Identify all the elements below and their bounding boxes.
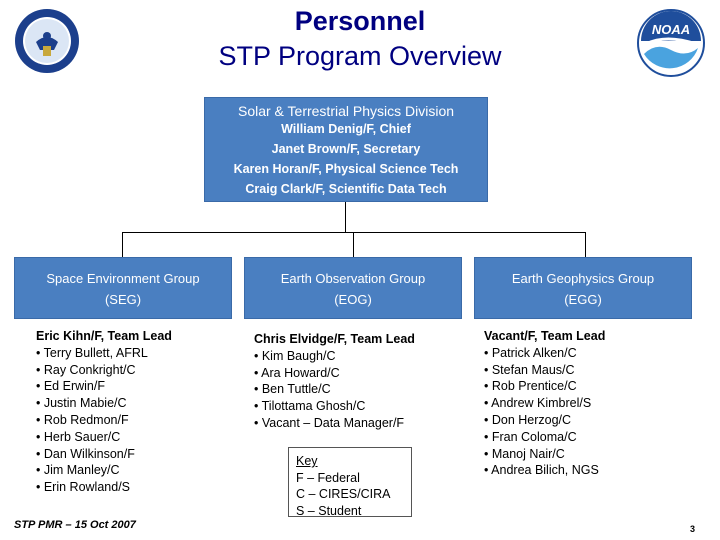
division-title: Solar & Terrestrial Physics Division (237, 103, 455, 119)
eog-member-list: Chris Elvidge/F, Team Lead • Kim Baugh/C… (254, 331, 415, 432)
key-title: Key (296, 454, 318, 468)
group-name: Earth Geophysics Group (511, 271, 655, 286)
group-box-egg: Earth Geophysics Group (EGG) (474, 257, 692, 319)
page-subtitle: STP Program Overview (218, 41, 502, 71)
key-entry: S – Student (296, 503, 362, 518)
list-item: • Ed Erwin/F (36, 379, 105, 394)
group-abbrev: (EOG) (334, 292, 372, 307)
list-item: • Stefan Maus/C (484, 362, 575, 377)
page-title: Personnel (294, 6, 426, 36)
list-item: • Andrew Kimbrel/S (484, 396, 592, 411)
list-item: • Ray Conkright/C (36, 362, 136, 377)
list-item: • Terry Bullett, AFRL (36, 345, 148, 360)
noaa-logo-icon: NOAA (637, 9, 705, 77)
list-item: • Herb Sauer/C (36, 429, 121, 444)
list-item: • Dan Wilkinson/F (36, 446, 135, 461)
group-box-eog: Earth Observation Group (EOG) (244, 257, 462, 319)
list-item: • Ben Tuttle/C (254, 382, 331, 397)
list-item: • Patrick Alken/C (484, 345, 577, 360)
group-box-seg: Space Environment Group (SEG) (14, 257, 232, 319)
list-item: • Andrea Bilich, NGS (484, 463, 599, 478)
list-item: • Manoj Nair/C (484, 446, 565, 461)
page-number: 3 (690, 524, 696, 534)
group-abbrev: (EGG) (564, 292, 602, 307)
department-of-commerce-seal-icon (15, 9, 79, 73)
noaa-logo-text: NOAA (652, 22, 690, 37)
division-staff: William Denig/F, Chief Janet Brown/F, Se… (205, 119, 487, 199)
list-item: • Vacant – Data Manager/F (254, 415, 405, 430)
division-staff-item: Craig Clark/F, Scientific Data Tech (245, 182, 447, 196)
group-name: Earth Observation Group (280, 271, 426, 286)
group-name: Space Environment Group (46, 271, 200, 286)
connector-egg (585, 232, 586, 257)
list-item: • Rob Prentice/C (484, 379, 577, 394)
seg-member-list: Eric Kihn/F, Team Lead • Terry Bullett, … (36, 328, 172, 496)
connector-vertical-main (345, 202, 346, 232)
division-staff-item: Karen Horan/F, Physical Science Tech (233, 162, 459, 176)
list-item: • Fran Coloma/C (484, 429, 577, 444)
team-lead: Vacant/F, Team Lead (484, 329, 606, 343)
list-item: • Justin Mabie/C (36, 396, 127, 411)
list-item: • Ara Howard/C (254, 365, 340, 380)
list-item: • Rob Redmon/F (36, 412, 129, 427)
egg-member-list: Vacant/F, Team Lead • Patrick Alken/C • … (484, 328, 605, 479)
division-box: Solar & Terrestrial Physics Division Wil… (204, 97, 488, 202)
team-lead: Eric Kihn/F, Team Lead (36, 329, 172, 343)
footer-text: STP PMR – 15 Oct 2007 (14, 519, 136, 531)
list-item: • Don Herzog/C (484, 412, 572, 427)
division-staff-item: William Denig/F, Chief (281, 122, 411, 136)
division-staff-item: Janet Brown/F, Secretary (271, 142, 421, 156)
group-abbrev: (SEG) (104, 292, 142, 307)
key-entry: C – CIRES/CIRA (296, 487, 391, 501)
list-item: • Kim Baugh/C (254, 348, 336, 363)
connector-seg (122, 232, 123, 257)
list-item: • Erin Rowland/S (36, 480, 131, 495)
connector-eog (353, 232, 354, 257)
list-item: • Tilottama Ghosh/C (254, 399, 366, 414)
team-lead: Chris Elvidge/F, Team Lead (254, 332, 415, 346)
list-item: • Jim Manley/C (36, 463, 120, 478)
key-legend-box: Key F – Federal C – CIRES/CIRA S – Stude… (288, 447, 412, 518)
key-entry: F – Federal (296, 470, 360, 485)
